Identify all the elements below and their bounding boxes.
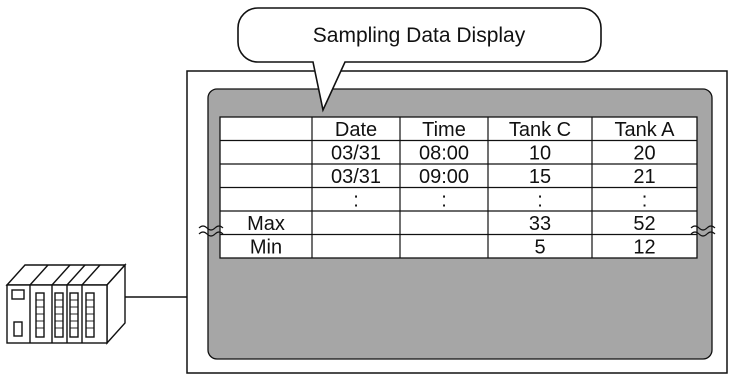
table-header-cell: Date	[335, 119, 377, 141]
callout-bubble: Sampling Data Display	[237, 7, 602, 113]
table-cell: 08:00	[419, 142, 469, 164]
table-cell: 03/31	[331, 166, 381, 188]
table-cell: Min	[250, 236, 282, 258]
table-cell: :	[537, 189, 543, 211]
sampling-data-table: Date Time Tank C Tank A 03/31 08:00 10 20 03/31 0…	[219, 116, 698, 259]
table-header-cell: Tank C	[509, 119, 571, 141]
table-header-cell: Tank A	[614, 119, 675, 141]
plc-controller-icon	[5, 263, 127, 345]
wavy-break-icon	[198, 225, 716, 237]
table-cell: 03/31	[331, 142, 381, 164]
table-header-cell: Time	[422, 119, 466, 141]
table-cell: 20	[633, 142, 655, 164]
table-cell: :	[642, 189, 648, 211]
table-cell: 15	[529, 166, 551, 188]
table-cell: :	[353, 189, 359, 211]
table-cell: Max	[247, 213, 285, 235]
table-cell: :	[441, 189, 447, 211]
table-cell: 12	[633, 236, 655, 258]
table-cell: 33	[529, 213, 551, 235]
table-cell: 52	[633, 213, 655, 235]
table-cell: 5	[534, 236, 545, 258]
table-cell: 10	[529, 142, 551, 164]
callout-label: Sampling Data Display	[313, 24, 526, 47]
table-cell: 09:00	[419, 166, 469, 188]
table-cell: 21	[633, 166, 655, 188]
